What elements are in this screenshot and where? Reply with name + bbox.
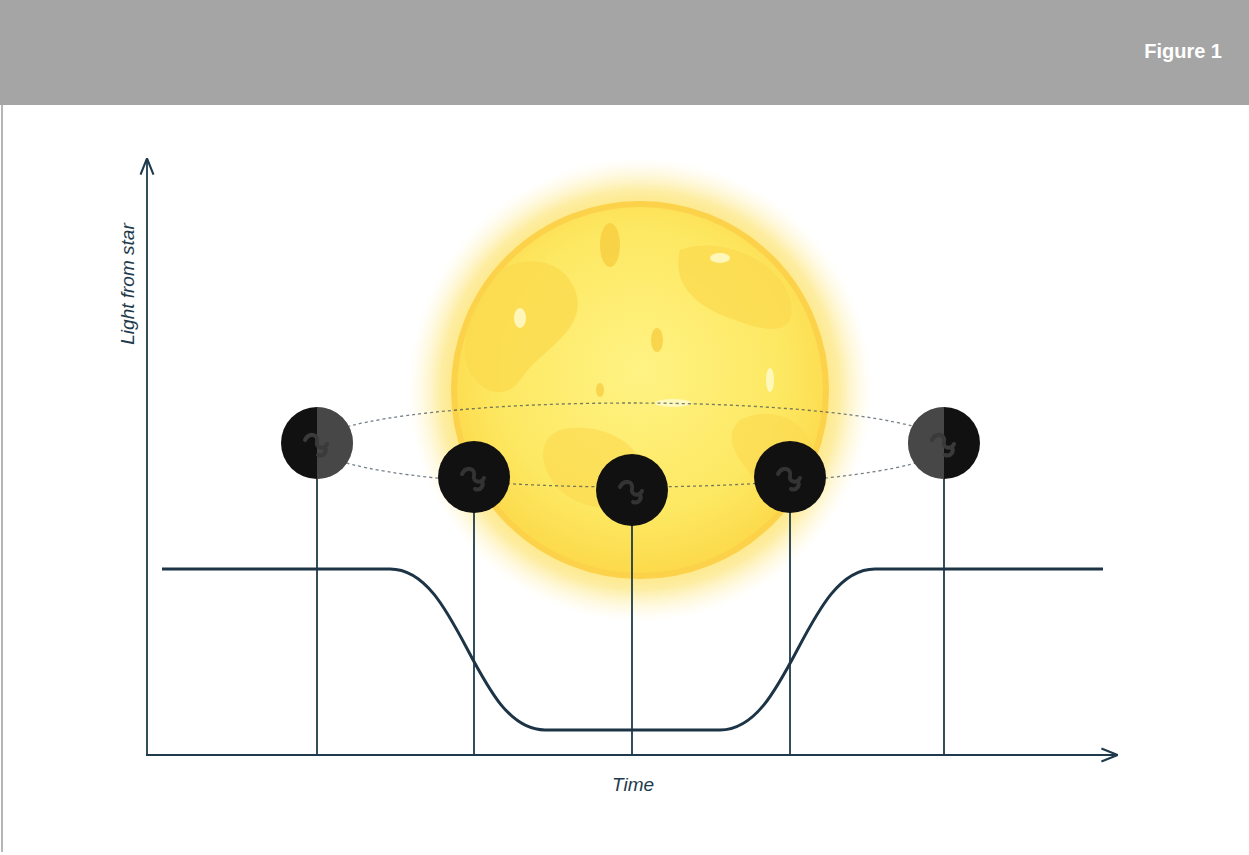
drop-line (316, 443, 318, 755)
planet-shade (908, 407, 944, 479)
sunspot (600, 223, 620, 267)
planet-body (754, 441, 826, 513)
planet-crater (462, 469, 484, 489)
planet-crater (778, 469, 800, 489)
highlight (514, 308, 526, 328)
planet (281, 407, 353, 479)
planet-body (438, 441, 510, 513)
planet-body (596, 454, 668, 526)
drop-line (789, 477, 791, 755)
frame-border (1, 105, 3, 852)
x-axis-label: Time (612, 774, 654, 796)
sunspot (678, 246, 791, 329)
drop-line (943, 443, 945, 755)
planet (754, 441, 826, 513)
planet-shade (317, 407, 353, 479)
drop-lines (317, 443, 944, 755)
light-curve (162, 569, 1103, 730)
planet (438, 441, 510, 513)
planet-body (908, 407, 980, 479)
sunspot (465, 261, 578, 392)
sunspot (651, 328, 663, 352)
planet-body (281, 407, 353, 479)
x-axis (146, 754, 1116, 756)
drop-line (473, 477, 475, 755)
drop-line (631, 490, 633, 755)
planet-crater (932, 435, 954, 455)
planet (908, 407, 980, 479)
star-disk (454, 204, 826, 576)
highlight (710, 253, 730, 263)
y-axis (146, 160, 148, 756)
sunspot (596, 383, 604, 397)
y-axis-label: Light from star (117, 223, 139, 344)
planet (596, 454, 668, 526)
figure-title: Figure 1 (1144, 40, 1222, 63)
header-band (0, 0, 1249, 105)
planet-crater (620, 482, 642, 502)
highlight (766, 368, 774, 392)
planet-crater (305, 435, 327, 455)
star-glow (408, 158, 872, 622)
